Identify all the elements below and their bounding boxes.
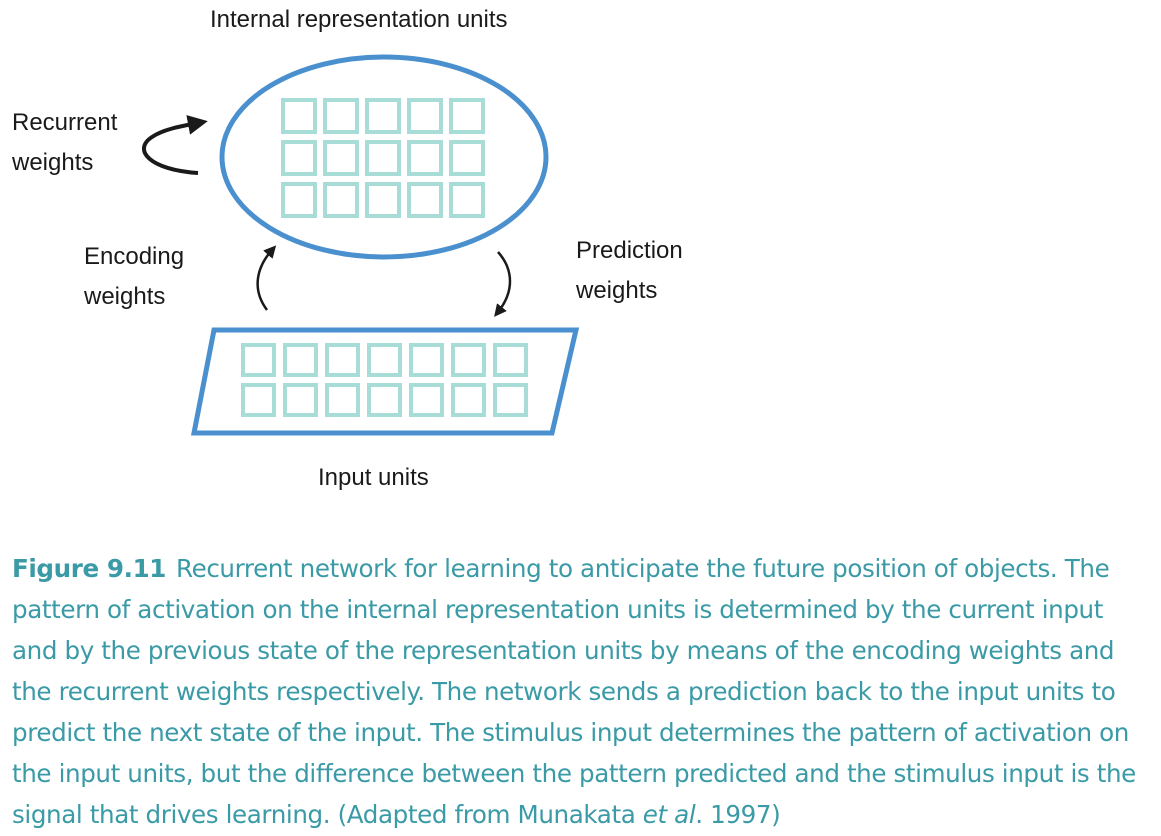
unit-cell bbox=[493, 383, 528, 417]
unit-cell bbox=[241, 383, 276, 417]
prediction-weights-label-line2: weights bbox=[576, 277, 658, 304]
recurrent-weights-label-line2: weights bbox=[12, 149, 94, 176]
unit-cell bbox=[449, 140, 485, 176]
input-units-parallelogram bbox=[190, 327, 580, 436]
recurrent-weights-label-line1: Recurrent bbox=[12, 109, 118, 136]
caption-italic: et al bbox=[642, 800, 696, 829]
recurrent-weights-arrow bbox=[142, 115, 208, 175]
unit-cell bbox=[365, 182, 401, 218]
unit-cell bbox=[323, 182, 359, 218]
internal-units-grid bbox=[281, 98, 485, 218]
unit-cell bbox=[367, 343, 402, 377]
unit-cell bbox=[409, 383, 444, 417]
prediction-weights-arrow bbox=[494, 251, 512, 317]
unit-cell bbox=[281, 182, 317, 218]
unit-cell bbox=[449, 182, 485, 218]
network-diagram: Internal representation units Recurrent … bbox=[12, 6, 683, 491]
unit-cell bbox=[283, 343, 318, 377]
unit-cell bbox=[323, 140, 359, 176]
encoding-weights-label-line1: Encoding bbox=[84, 243, 185, 270]
unit-cell bbox=[367, 383, 402, 417]
encoding-weights-arrow bbox=[256, 245, 277, 311]
caption-text: Recurrent network for learning to antici… bbox=[12, 554, 1136, 829]
unit-cell bbox=[493, 343, 528, 377]
unit-cell bbox=[365, 98, 401, 134]
unit-cell bbox=[451, 383, 486, 417]
encoding-weights-label-line2: weights bbox=[84, 283, 166, 310]
unit-cell bbox=[407, 182, 443, 218]
unit-cell bbox=[451, 343, 486, 377]
unit-cell bbox=[325, 383, 360, 417]
input-units-label: Input units bbox=[318, 464, 429, 491]
unit-cell bbox=[407, 140, 443, 176]
diagram-canvas bbox=[142, 54, 580, 436]
unit-cell bbox=[407, 98, 443, 134]
unit-cell bbox=[323, 98, 359, 134]
unit-cell bbox=[449, 98, 485, 134]
internal-units-label: Internal representation units bbox=[210, 6, 508, 33]
figure-number: Figure 9.11 bbox=[12, 554, 166, 583]
unit-cell bbox=[325, 343, 360, 377]
unit-cell bbox=[281, 98, 317, 134]
prediction-weights-label-line1: Prediction bbox=[576, 237, 683, 264]
unit-cell bbox=[365, 140, 401, 176]
unit-cell bbox=[283, 383, 318, 417]
unit-cell bbox=[409, 343, 444, 377]
input-units-grid bbox=[241, 343, 528, 417]
internal-representation-ellipse bbox=[219, 54, 549, 260]
caption-text-end: . 1997) bbox=[695, 800, 781, 829]
unit-cell bbox=[241, 343, 276, 377]
unit-cell bbox=[281, 140, 317, 176]
